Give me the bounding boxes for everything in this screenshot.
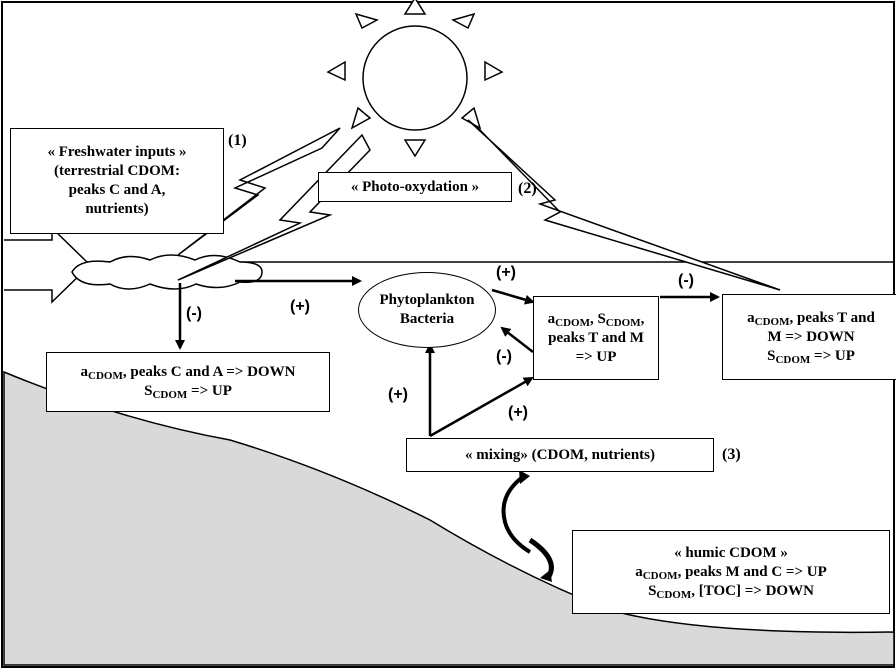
phyto-line1: Phytoplankton (379, 292, 475, 308)
middle-effect-box: aCDOM, SCDOM, peaks T and M => UP (533, 296, 659, 380)
freshwater-line2: (terrestrial CDOM: (54, 163, 180, 179)
sun-icon (326, 0, 504, 158)
sign-to-phyto: (+) (290, 298, 310, 315)
arrow-phyto-to-mid (491, 288, 535, 305)
sign-fresh-down: (-) (186, 305, 202, 322)
right-effect-line1: aCDOM, peaks T and (747, 309, 875, 328)
humic-line2: aCDOM, peaks M and C => UP (635, 563, 827, 582)
curved-arrowhead-bottom (540, 570, 552, 582)
sign-mix-up: (+) (388, 386, 408, 403)
humic-line3: SCDOM, [TOC] => DOWN (648, 582, 814, 601)
sign-mix-to-mid: (+) (508, 404, 528, 421)
curved-arrow-top (501, 474, 532, 554)
freshwater-line3: peaks C and A, (68, 182, 166, 198)
mid-effect-line3: => UP (575, 348, 617, 365)
lightning-right (467, 119, 781, 291)
lightning-left-2 (177, 133, 371, 281)
mixing-box: « mixing» (CDOM, nutrients) (406, 438, 714, 472)
sign-mid-to-right: (-) (678, 272, 694, 289)
arrow-mid-to-phyto (500, 326, 534, 353)
freshwater-effect-box: aCDOM, peaks C and A => DOWN SCDOM => UP (46, 352, 330, 412)
right-effect-line2: M => DOWN (767, 328, 855, 345)
label-2: (2) (518, 180, 537, 197)
fresh-effect-line2: SCDOM => UP (144, 383, 232, 401)
freshwater-line1: « Freshwater inputs » (47, 144, 187, 160)
humic-line1: « humic CDOM » (674, 544, 788, 561)
phytoplankton-bacteria-oval: Phytoplankton Bacteria (358, 272, 496, 348)
seafloor (3, 370, 895, 666)
fresh-effect-line1: aCDOM, peaks C and A => DOWN (80, 364, 296, 382)
photo-oxydation-box: « Photo-oxydation » (318, 172, 512, 202)
label-1: (1) (228, 132, 247, 149)
label-3: (3) (722, 446, 741, 463)
phyto-line2: Bacteria (399, 311, 455, 327)
freshwater-inputs-box: « Freshwater inputs » (terrestrial CDOM:… (10, 128, 224, 234)
right-effect-line3: SCDOM => UP (767, 347, 855, 366)
plume-cloud (71, 254, 263, 290)
humic-cdom-box: « humic CDOM » aCDOM, peaks M and C => U… (572, 530, 890, 614)
right-effect-box: aCDOM, peaks T and M => DOWN SCDOM => UP (722, 294, 896, 380)
freshwater-line4: nutrients) (85, 201, 149, 217)
input-arrow (4, 226, 92, 304)
mid-effect-line1: aCDOM, SCDOM, (547, 310, 645, 329)
sign-mid-to-phyto: (-) (496, 348, 512, 365)
curved-arrowhead-top (519, 470, 530, 484)
mid-effect-line2: peaks T and M (548, 329, 644, 346)
arrow-mix-to-mid (429, 376, 534, 438)
sign-phyto-to-mid: (+) (496, 264, 516, 281)
